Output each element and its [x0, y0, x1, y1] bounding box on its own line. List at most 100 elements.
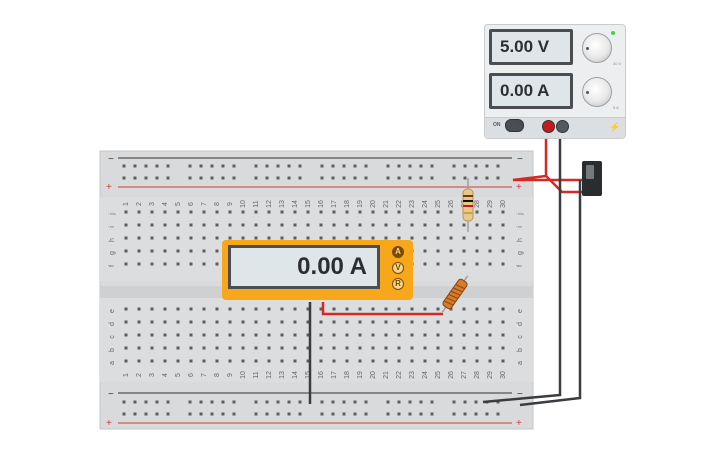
terminal-hole[interactable] [202, 223, 206, 227]
terminal-hole[interactable] [215, 320, 219, 324]
terminal-hole[interactable] [332, 359, 336, 363]
terminal-hole[interactable] [306, 333, 310, 337]
terminal-hole[interactable] [332, 320, 336, 324]
rail-hole[interactable] [419, 400, 423, 404]
terminal-hole[interactable] [462, 359, 466, 363]
terminal-hole[interactable] [163, 236, 167, 240]
terminal-hole[interactable] [202, 320, 206, 324]
terminal-hole[interactable] [215, 346, 219, 350]
terminal-hole[interactable] [124, 346, 128, 350]
terminal-hole[interactable] [228, 359, 232, 363]
black-wire-switch-lead[interactable] [519, 180, 582, 407]
terminal-hole[interactable] [423, 210, 427, 214]
rail-hole[interactable] [122, 412, 126, 416]
terminal-hole[interactable] [488, 320, 492, 324]
rail-hole[interactable] [419, 164, 423, 168]
terminal-hole[interactable] [501, 359, 505, 363]
terminal-hole[interactable] [189, 307, 193, 311]
rail-hole[interactable] [265, 412, 269, 416]
red-wire-meter-to-inductor[interactable] [321, 302, 443, 316]
rail-hole[interactable] [287, 400, 291, 404]
breadboard-holes[interactable] [122, 164, 505, 416]
terminal-hole[interactable] [267, 236, 271, 240]
terminal-hole[interactable] [124, 249, 128, 253]
terminal-hole[interactable] [358, 320, 362, 324]
terminal-hole[interactable] [137, 320, 141, 324]
terminal-hole[interactable] [397, 236, 401, 240]
terminal-hole[interactable] [410, 307, 414, 311]
rail-hole[interactable] [463, 176, 467, 180]
terminal-hole[interactable] [189, 262, 193, 266]
terminal-hole[interactable] [124, 210, 128, 214]
rail-hole[interactable] [265, 400, 269, 404]
terminal-hole[interactable] [449, 236, 453, 240]
resistor[interactable] [462, 178, 474, 232]
terminal-hole[interactable] [176, 333, 180, 337]
terminal-hole[interactable] [345, 223, 349, 227]
terminal-hole[interactable] [163, 249, 167, 253]
terminal-hole[interactable] [293, 346, 297, 350]
rail-hole[interactable] [452, 400, 456, 404]
terminal-hole[interactable] [475, 359, 479, 363]
terminal-hole[interactable] [306, 307, 310, 311]
terminal-hole[interactable] [254, 307, 258, 311]
terminal-hole[interactable] [449, 249, 453, 253]
terminal-hole[interactable] [358, 359, 362, 363]
terminal-hole[interactable] [319, 223, 323, 227]
rail-hole[interactable] [430, 176, 434, 180]
terminal-hole[interactable] [202, 210, 206, 214]
terminal-hole[interactable] [488, 249, 492, 253]
rail-hole[interactable] [254, 400, 258, 404]
rail-hole[interactable] [474, 164, 478, 168]
terminal-hole[interactable] [254, 346, 258, 350]
terminal-hole[interactable] [423, 333, 427, 337]
terminal-hole[interactable] [358, 210, 362, 214]
terminal-hole[interactable] [319, 359, 323, 363]
terminal-hole[interactable] [293, 307, 297, 311]
rail-hole[interactable] [133, 400, 137, 404]
terminal-hole[interactable] [423, 262, 427, 266]
terminal-hole[interactable] [397, 346, 401, 350]
terminal-hole[interactable] [345, 307, 349, 311]
terminal-hole[interactable] [410, 346, 414, 350]
rail-hole[interactable] [320, 412, 324, 416]
rail-hole[interactable] [331, 412, 335, 416]
terminal-hole[interactable] [475, 262, 479, 266]
terminal-hole[interactable] [488, 262, 492, 266]
rail-hole[interactable] [210, 412, 214, 416]
terminal-hole[interactable] [280, 210, 284, 214]
terminal-hole[interactable] [488, 223, 492, 227]
terminal-hole[interactable] [163, 346, 167, 350]
rail-hole[interactable] [474, 176, 478, 180]
terminal-hole[interactable] [176, 320, 180, 324]
terminal-hole[interactable] [462, 333, 466, 337]
mode-button-ohmmeter[interactable]: R [392, 278, 404, 290]
terminal-hole[interactable] [436, 236, 440, 240]
terminal-hole[interactable] [137, 236, 141, 240]
terminal-hole[interactable] [501, 346, 505, 350]
terminal-hole[interactable] [189, 333, 193, 337]
terminal-hole[interactable] [163, 223, 167, 227]
terminal-hole[interactable] [241, 307, 245, 311]
terminal-hole[interactable] [215, 249, 219, 253]
terminal-hole[interactable] [501, 307, 505, 311]
terminal-hole[interactable] [124, 236, 128, 240]
terminal-hole[interactable] [371, 210, 375, 214]
terminal-hole[interactable] [124, 223, 128, 227]
black-wire-psu-to-ground[interactable] [482, 127, 562, 404]
rail-hole[interactable] [144, 176, 148, 180]
terminal-hole[interactable] [176, 210, 180, 214]
rail-hole[interactable] [144, 400, 148, 404]
rail-hole[interactable] [287, 164, 291, 168]
rail-hole[interactable] [122, 400, 126, 404]
rail-hole[interactable] [221, 164, 225, 168]
terminal-hole[interactable] [436, 333, 440, 337]
terminal-hole[interactable] [332, 236, 336, 240]
rail-hole[interactable] [474, 412, 478, 416]
rail-hole[interactable] [210, 400, 214, 404]
terminal-hole[interactable] [436, 346, 440, 350]
terminal-hole[interactable] [475, 223, 479, 227]
terminal-hole[interactable] [319, 320, 323, 324]
rail-hole[interactable] [364, 412, 368, 416]
terminal-hole[interactable] [436, 262, 440, 266]
